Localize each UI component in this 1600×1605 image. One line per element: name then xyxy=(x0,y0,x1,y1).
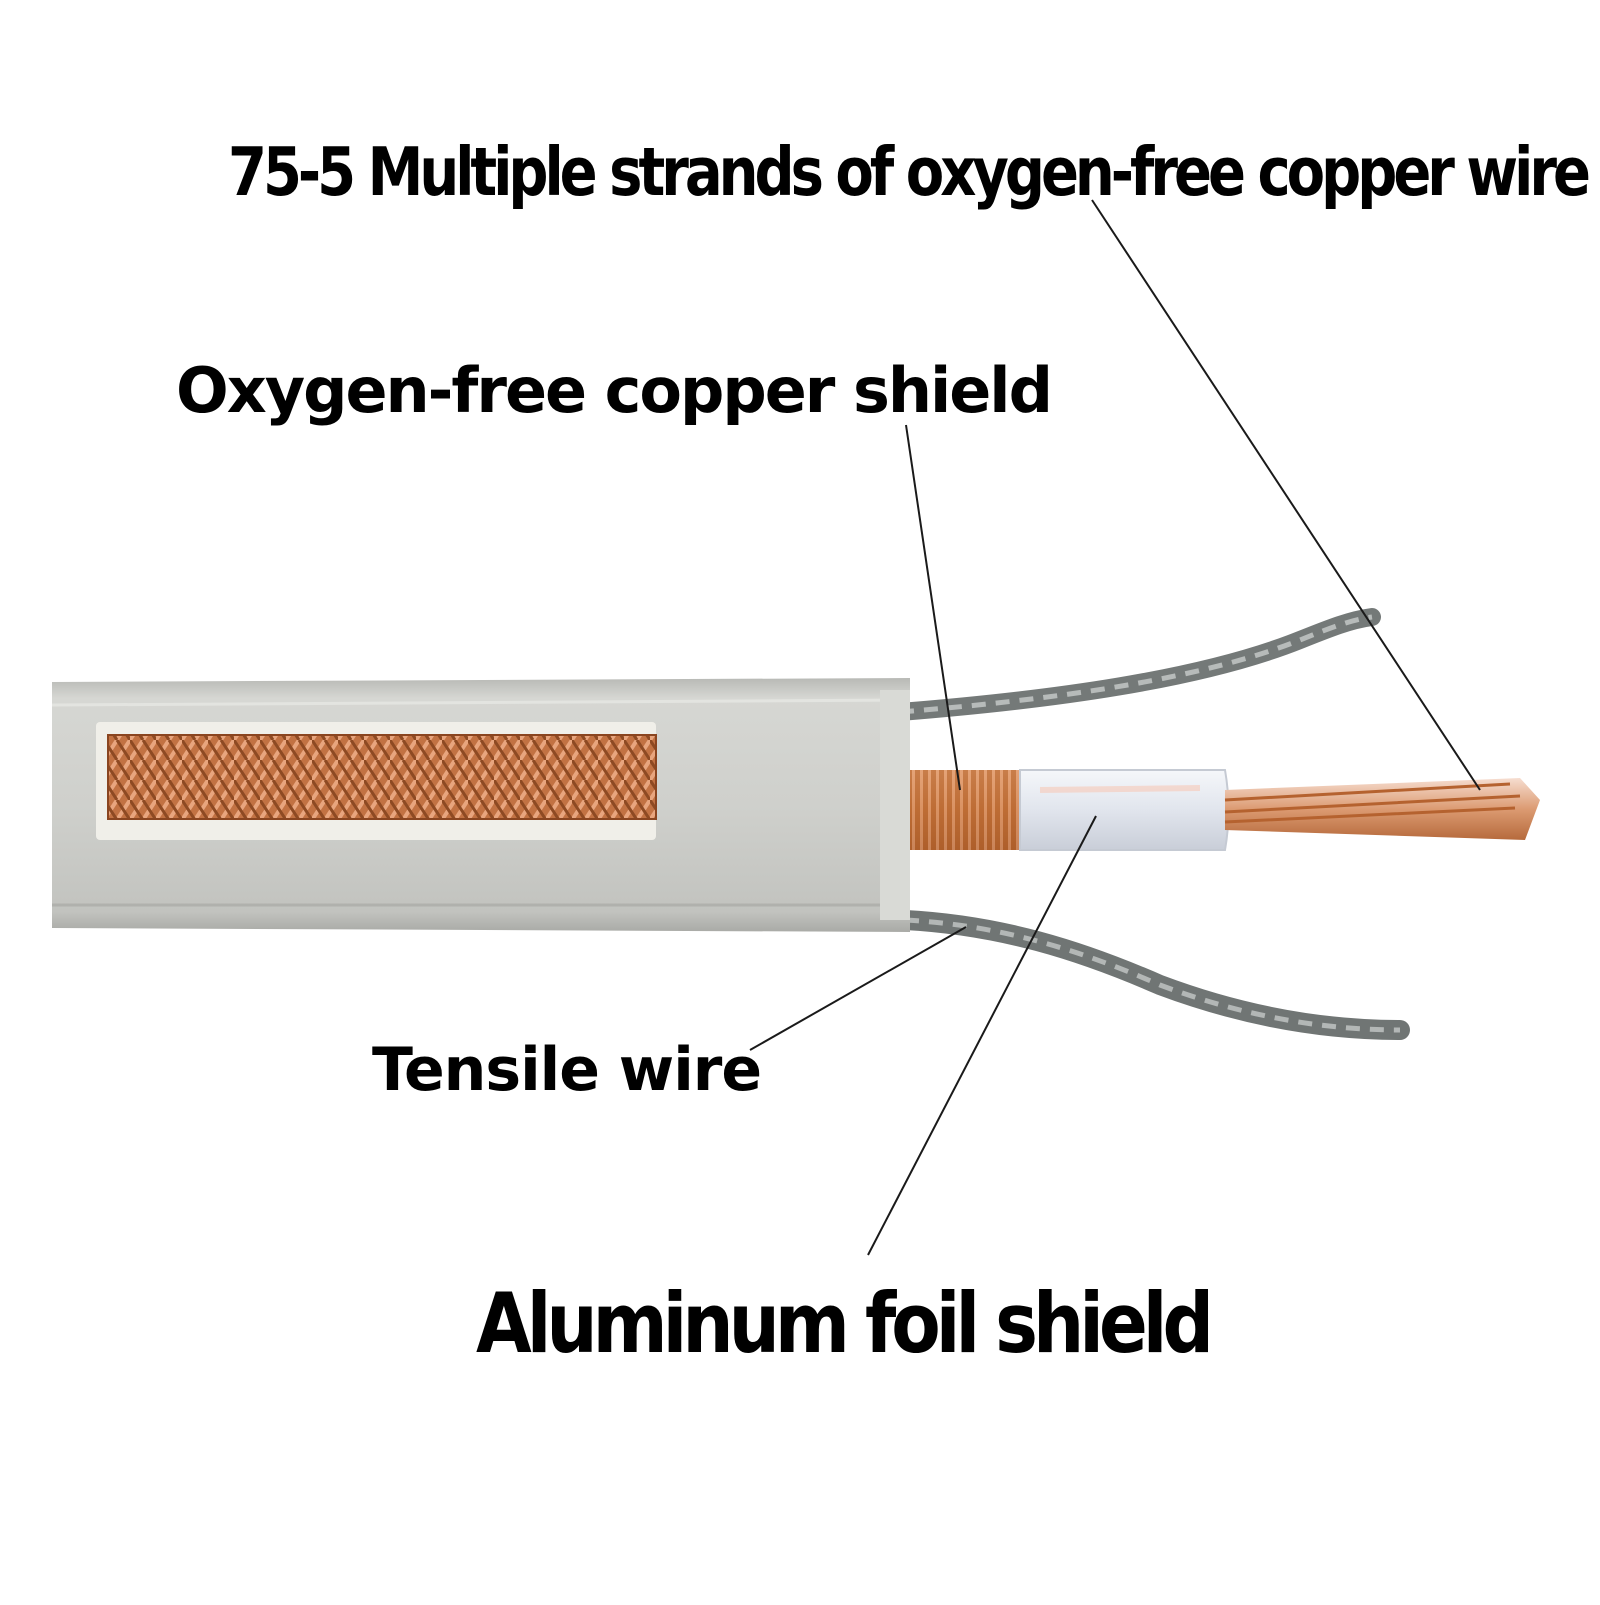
copper-shield xyxy=(910,770,1020,850)
label-aluminum-foil: Aluminum foil shield xyxy=(476,1275,1214,1372)
tensile-wire-lower xyxy=(895,910,1410,1040)
label-tensile-wire: Tensile wire xyxy=(372,1035,762,1105)
tensile-wire-upper xyxy=(891,608,1381,721)
leader-lines xyxy=(749,199,1481,1256)
label-inner-conductor: 75-5 Multiple strands of oxygen-free cop… xyxy=(228,134,1591,212)
label-copper-shield: Oxygen-free copper shield xyxy=(176,354,1053,427)
aluminum-foil xyxy=(1019,769,1230,851)
outer-jacket xyxy=(51,678,911,932)
inner-conductor xyxy=(1224,778,1540,840)
